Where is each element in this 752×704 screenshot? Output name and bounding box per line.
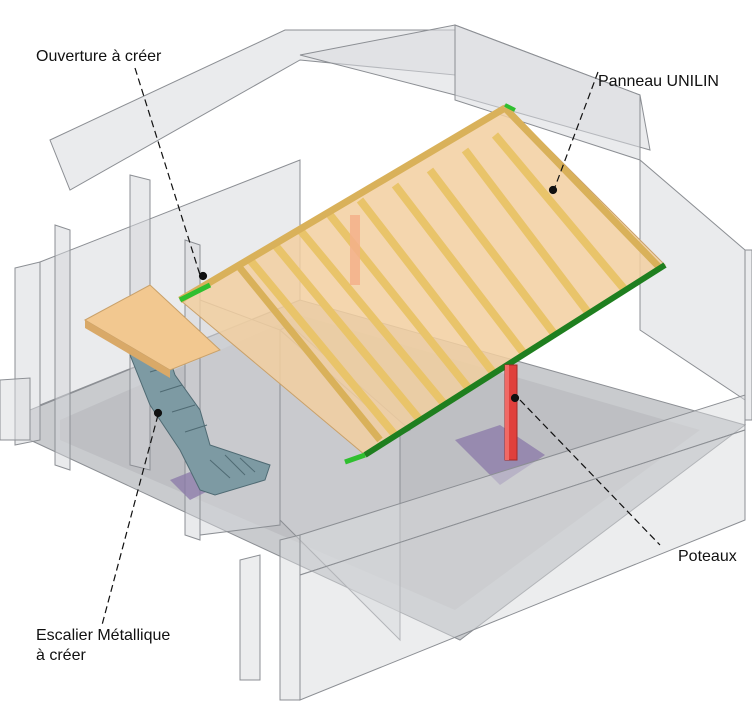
label-escalier-line2: à créer	[36, 647, 86, 664]
leader-poteaux	[519, 399, 661, 546]
leader-escalier	[101, 414, 159, 626]
front-walls	[0, 377, 746, 701]
label-ouverture: Ouverture à créer	[36, 48, 162, 65]
leader-ouverture	[134, 67, 201, 276]
label-panneau: Panneau UNILIN	[598, 73, 719, 90]
leader-lines	[101, 67, 661, 626]
unilin-panel	[178, 103, 667, 465]
stair-landing	[83, 284, 221, 378]
marker-panneau	[548, 185, 558, 195]
marker-escalier	[153, 408, 163, 418]
marker-poteaux	[510, 393, 520, 403]
marker-ouverture	[198, 271, 208, 281]
leader-panneau	[554, 71, 599, 188]
label-escalier-line1: Escalier Métallique	[36, 627, 171, 644]
back-walls	[14, 24, 752, 446]
metal-staircase	[129, 344, 271, 496]
posts	[350, 215, 518, 461]
label-poteaux: Poteaux	[678, 548, 737, 565]
